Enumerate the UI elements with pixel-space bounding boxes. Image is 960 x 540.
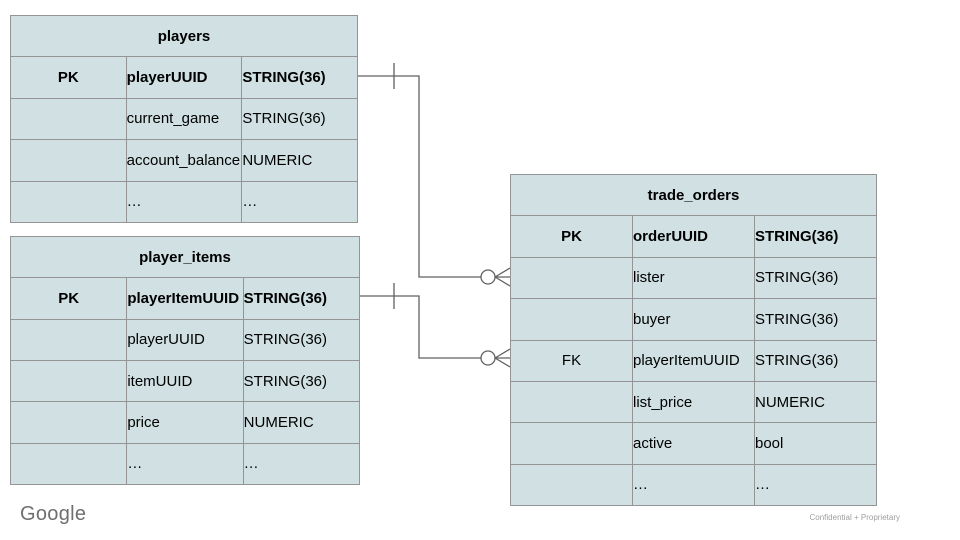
field-name-cell: orderUUID — [632, 215, 755, 258]
field-name-cell: … — [125, 180, 243, 223]
field-name-cell: current_game — [125, 97, 243, 141]
field-name-cell: playerItemUUID — [632, 339, 755, 382]
field-type-cell: NUMERIC — [754, 380, 877, 424]
table-title: trade_orders — [510, 173, 877, 217]
field-row: …… — [10, 180, 358, 223]
field-name-cell: buyer — [632, 298, 755, 341]
table-header-row: trade_orders — [510, 173, 877, 217]
field-type-cell: STRING(36) — [242, 318, 361, 361]
zero-or-many-crowfoot-icon — [480, 267, 511, 287]
field-type-cell: STRING(36) — [241, 97, 358, 141]
key-cell — [510, 298, 633, 341]
field-name-cell: itemUUID — [126, 359, 244, 403]
field-name-cell: lister — [632, 256, 755, 300]
field-type-cell: STRING(36) — [241, 56, 358, 99]
key-cell: PK — [510, 215, 633, 258]
field-type-cell: STRING(36) — [242, 359, 361, 403]
field-name-cell: … — [126, 442, 244, 485]
field-type-cell: STRING(36) — [754, 256, 877, 300]
table-title: player_items — [10, 235, 360, 279]
key-cell: PK — [10, 56, 127, 99]
key-cell — [10, 180, 127, 223]
field-type-cell: bool — [754, 422, 877, 465]
field-type-cell: STRING(36) — [242, 277, 361, 320]
field-type-cell: STRING(36) — [754, 298, 877, 341]
field-name-cell: … — [632, 463, 755, 507]
field-name-cell: account_balance — [125, 139, 243, 182]
table-header-row: players — [10, 14, 358, 58]
field-name-cell: active — [632, 422, 755, 465]
field-row: …… — [510, 463, 877, 507]
key-cell: PK — [9, 277, 128, 320]
key-cell — [10, 97, 127, 141]
key-cell — [9, 442, 128, 485]
table-header-row: player_items — [10, 235, 360, 279]
field-name-cell: playerUUID — [126, 318, 244, 361]
field-row: …… — [9, 442, 361, 485]
field-name-cell: list_price — [632, 380, 755, 424]
field-type-cell: STRING(36) — [754, 339, 877, 382]
field-name-cell: price — [126, 401, 244, 444]
field-type-cell: … — [754, 463, 877, 507]
key-cell — [10, 139, 127, 182]
zero-or-many-crowfoot-icon — [480, 348, 511, 368]
key-cell — [9, 401, 128, 444]
key-cell — [510, 422, 633, 465]
field-type-cell: NUMERIC — [242, 401, 361, 444]
google-logo: Google — [20, 503, 87, 525]
field-type-cell: NUMERIC — [241, 139, 358, 182]
confidentiality-note: Confidential + Proprietary — [809, 513, 901, 522]
connector-line — [360, 295, 481, 359]
key-cell — [510, 463, 633, 507]
key-cell: FK — [510, 339, 633, 382]
table-title: players — [10, 14, 358, 58]
connector-player-items-to-trade-orders — [360, 283, 511, 368]
key-cell — [9, 318, 128, 361]
key-cell — [510, 256, 633, 300]
field-name-cell: playerUUID — [125, 56, 243, 99]
field-type-cell: … — [241, 180, 358, 223]
field-type-cell: … — [242, 442, 361, 485]
field-name-cell: playerItemUUID — [126, 277, 244, 320]
field-type-cell: STRING(36) — [754, 215, 877, 258]
connector-line — [358, 75, 481, 278]
key-cell — [9, 359, 128, 403]
connector-players-to-trade-orders — [358, 63, 511, 287]
key-cell — [510, 380, 633, 424]
